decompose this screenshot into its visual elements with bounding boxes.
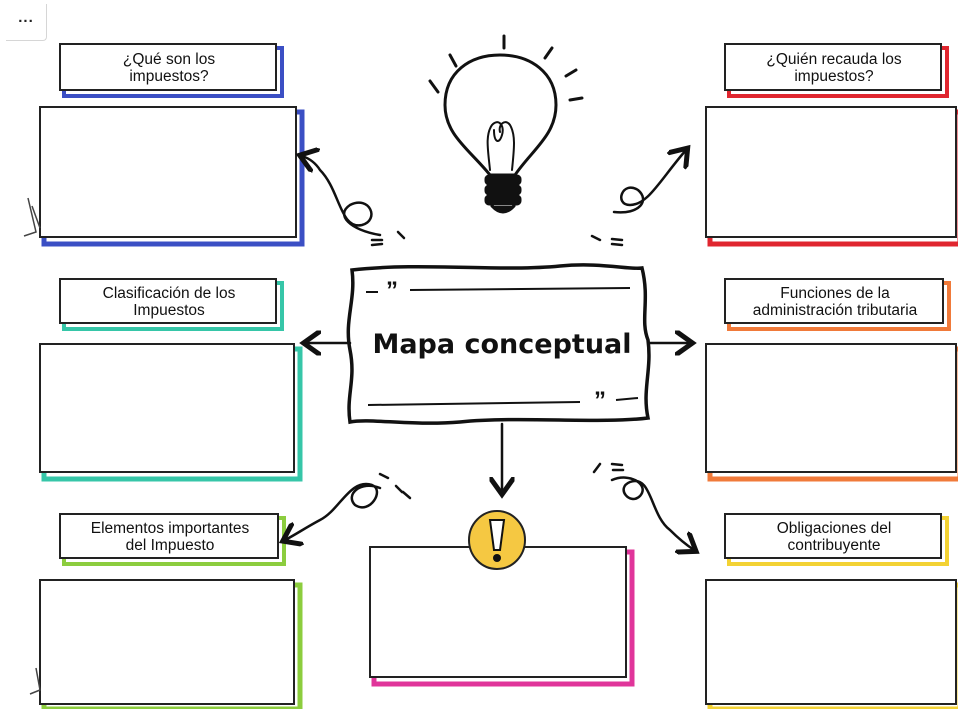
content-box-que-son[interactable] bbox=[41, 108, 295, 236]
content-box-obligaciones[interactable] bbox=[707, 581, 955, 703]
connector-arrows bbox=[285, 150, 694, 550]
warning-badge-icon bbox=[468, 510, 526, 570]
content-box-clasificacion[interactable] bbox=[41, 345, 293, 471]
page-title: Mapa conceptual bbox=[372, 328, 632, 360]
topic-1-shapes bbox=[39, 43, 305, 247]
topic-6-shapes bbox=[705, 513, 958, 709]
light-bulb-icon bbox=[428, 34, 584, 214]
topic-3-shapes bbox=[39, 278, 303, 482]
topic-5-shapes bbox=[39, 513, 303, 709]
topic-2-shapes bbox=[705, 43, 958, 247]
content-box-quien-recauda[interactable] bbox=[707, 108, 955, 236]
content-box-center-bottom[interactable] bbox=[371, 570, 625, 676]
topic-4-shapes bbox=[705, 278, 958, 482]
content-box-funciones[interactable] bbox=[707, 345, 955, 471]
central-frame bbox=[346, 263, 651, 425]
content-box-elementos[interactable] bbox=[41, 581, 293, 703]
left-edge-decoration bbox=[23, 197, 41, 695]
more-options-button[interactable]: ... bbox=[6, 4, 47, 41]
